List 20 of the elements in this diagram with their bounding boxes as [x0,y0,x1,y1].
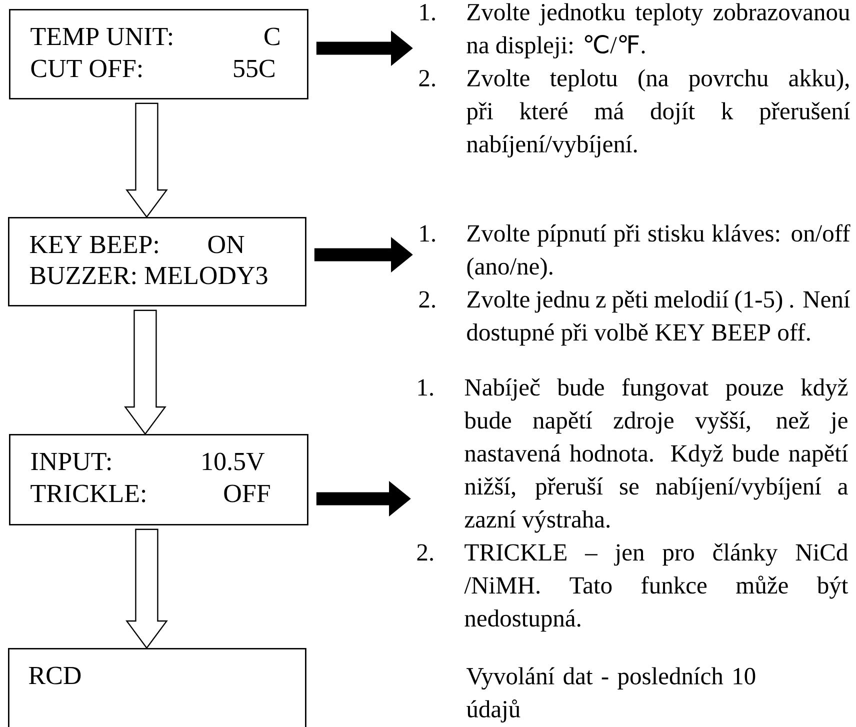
arrow [126,528,168,649]
lcd-box: RCD [8,648,306,727]
list-item-text: TRICKLE – jen pro články NiCd /NiMH. Tato funkce může být nedostupná. [464,543,848,632]
arrow [126,102,168,218]
list-number: 1. [420,4,435,21]
list-item-text: Zvolte pípnutí při stisku kláves: on/off (ano/ne). [467,224,850,280]
list-number: 2. [417,544,433,561]
lcd-box: KEY BEEP: ON BUZZER: MELODY3 [8,217,306,306]
list-item-text: Zvolte jednu z pěti melodií (1-5) . Není dostupné při volbě KEY BEEP off. [467,290,850,346]
list-number: 1. [420,225,435,242]
lcd-box: TEMP UNIT: C CUT OFF: 55C [9,9,308,100]
lcd-box: INPUT: 10.5V TRICKLE: OFF [9,434,308,526]
list-item-text: Nabíječ bude fungovat pouze když bude napětí zdroje vyšší, než je nastavená hodnota. Když bude napětí nižší, přeruší se nabíjení/vybíjení a zazní výstraha. [464,378,848,533]
list-number: 1. [418,379,433,396]
list-number: 2. [419,70,435,87]
note-text: Vyvolání dat - posledních 10 údajů [466,667,756,722]
list-number: 2. [419,291,435,308]
list-item-text: Zvolte jednotku teploty zobrazovanou na displeji: ℃/℉. [466,3,850,58]
arrow [124,310,166,435]
list-item-text: Zvolte teplotu (na povrchu akku), při které má dojít k přerušení nabíjení/vybíjení. [466,69,850,158]
